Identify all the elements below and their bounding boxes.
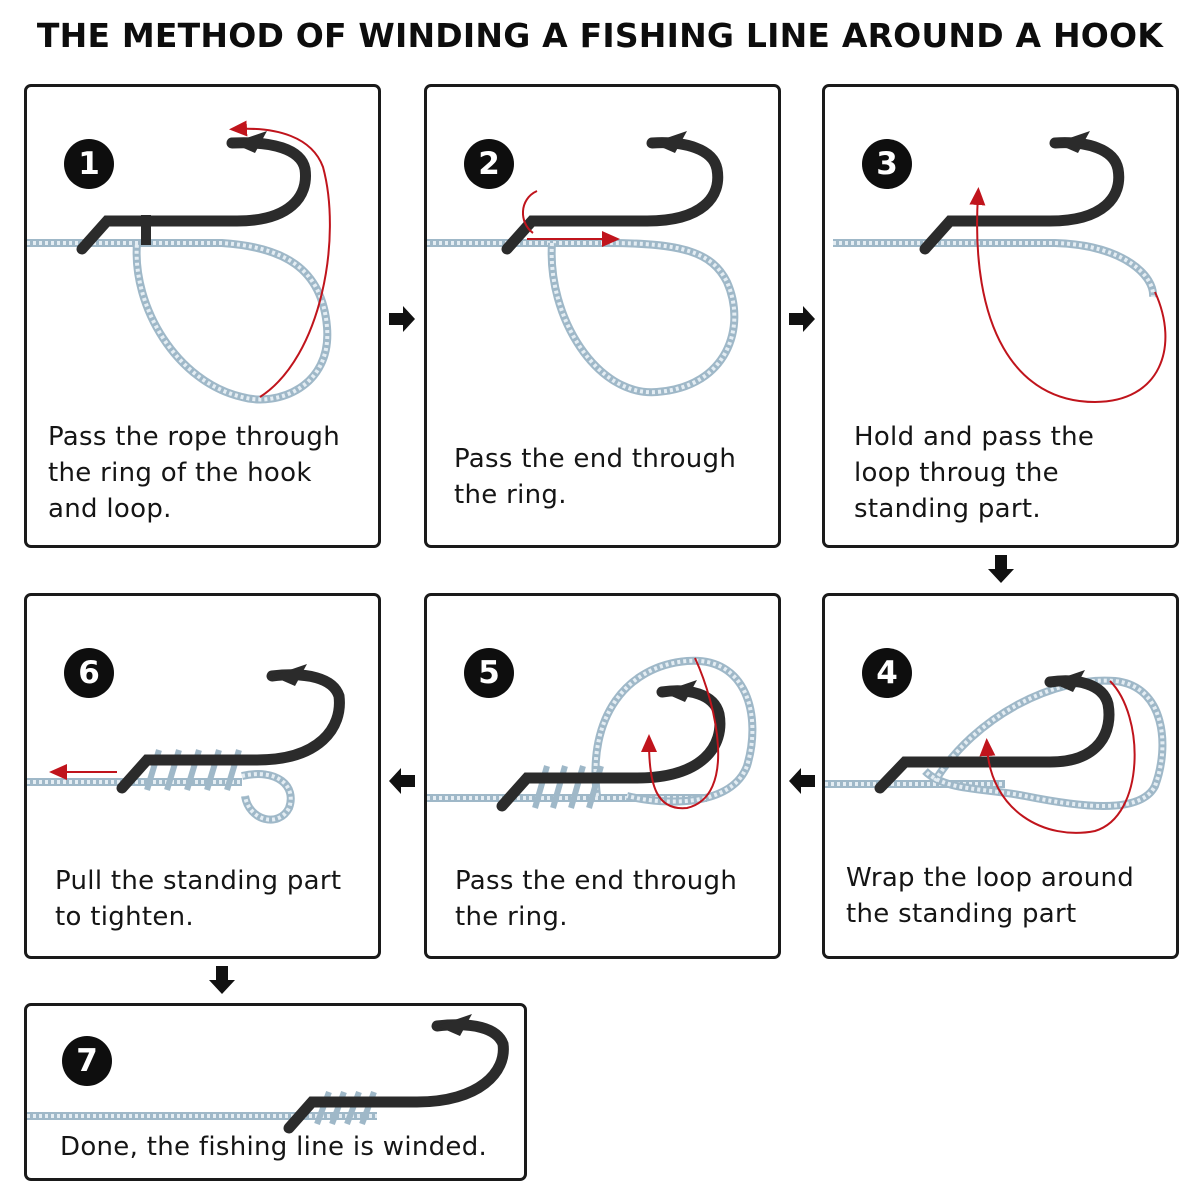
step-5-illustration	[427, 656, 757, 812]
fishing-hook-icon	[116, 669, 345, 794]
block-arrow-icon	[789, 768, 815, 794]
step-6-badge: 6	[64, 648, 114, 698]
step-7-badge: 7	[62, 1036, 112, 1086]
step-3-panel: 3 Hold and pass the loop throug the stan…	[822, 84, 1179, 548]
block-arrow-icon	[209, 966, 235, 994]
step-4-caption: Wrap the loop around the standing part	[846, 863, 1135, 929]
step-5-panel: 5 Pass the end through the ring.	[424, 593, 781, 959]
step-7-panel: 7 Done, the fishing line is winded.	[24, 1003, 527, 1181]
step-2-badge: 2	[464, 139, 514, 189]
step-1-illustration	[27, 120, 332, 404]
fishing-hook-icon	[76, 137, 311, 255]
step-4-panel: 4 Wrap the loop around the standing part	[822, 593, 1179, 959]
step-2-caption: Pass the end through the ring.	[454, 444, 737, 510]
fishing-hook-icon	[919, 137, 1125, 255]
red-guide-arrow	[229, 120, 331, 398]
step-5-caption: Pass the end through the ring.	[455, 866, 738, 932]
step-4-illustration	[825, 670, 1167, 834]
block-arrow-icon	[389, 306, 415, 332]
step-4-badge: 4	[862, 648, 912, 698]
block-arrow-icon	[988, 555, 1014, 583]
step-1-caption: Pass the rope through the ring of the ho…	[48, 422, 340, 524]
red-guide-arrow	[969, 187, 1167, 404]
step-2-illustration	[427, 131, 739, 397]
fishing-hook-icon	[874, 675, 1115, 794]
page-title: THE METHOD OF WINDING A FISHING LINE ARO…	[36, 16, 1164, 55]
step-6-illustration	[27, 664, 345, 824]
line-path	[547, 239, 739, 397]
step-6-caption: Pull the standing part to tighten.	[55, 866, 342, 932]
fishing-hook-icon	[496, 685, 726, 812]
fishing-hook-icon	[501, 137, 724, 255]
step-6-panel: 6 Pull the standing part to tighten.	[24, 593, 381, 959]
step-7-illustration	[27, 1014, 509, 1134]
fishing-hook-icon	[283, 1019, 509, 1134]
step-3-caption: Hold and pass the loop throug the standi…	[854, 422, 1095, 524]
block-arrow-icon	[389, 768, 415, 794]
step-3-badge: 3	[862, 139, 912, 189]
step-1-badge: 1	[64, 139, 114, 189]
red-guide-arrow	[641, 657, 720, 810]
step-2-panel: 2 Pass the end through the ring.	[424, 84, 781, 548]
block-arrow-icon	[789, 306, 815, 332]
step-7-caption: Done, the fishing line is winded.	[60, 1132, 488, 1162]
step-1-panel: 1 Pass the rope through the ring of the …	[24, 84, 381, 548]
line-loop	[591, 656, 757, 806]
step-5-badge: 5	[464, 648, 514, 698]
red-guide-arrow	[979, 680, 1136, 834]
step-3-illustration	[833, 131, 1167, 404]
